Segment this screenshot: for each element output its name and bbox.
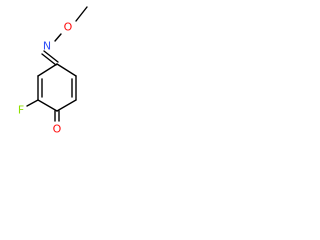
ether-oxygen-atom-label: O <box>64 21 73 34</box>
fluorine-atom-label: F <box>18 104 24 117</box>
molecule-drawing: N O F O <box>18 6 88 136</box>
ring-bond-c5-c4 <box>56 63 77 77</box>
bond-methyl-oxygen <box>75 6 88 22</box>
nitrogen-atom-label: N <box>43 40 51 53</box>
bond-nitrogen-c4-b <box>41 53 57 66</box>
ring-bond-c1-c6 <box>56 99 77 112</box>
ring-bond-c2-c1 <box>37 99 58 112</box>
bond-oxygen-nitrogen <box>54 33 62 42</box>
structure-canvas: N O F O <box>0 0 121 166</box>
bond-c2-fluorine <box>26 99 39 107</box>
bond-nitrogen-c4-a <box>43 50 59 63</box>
ring-bond-c4-c3 <box>37 63 58 77</box>
carbonyl-oxygen-atom-label: O <box>53 123 62 136</box>
